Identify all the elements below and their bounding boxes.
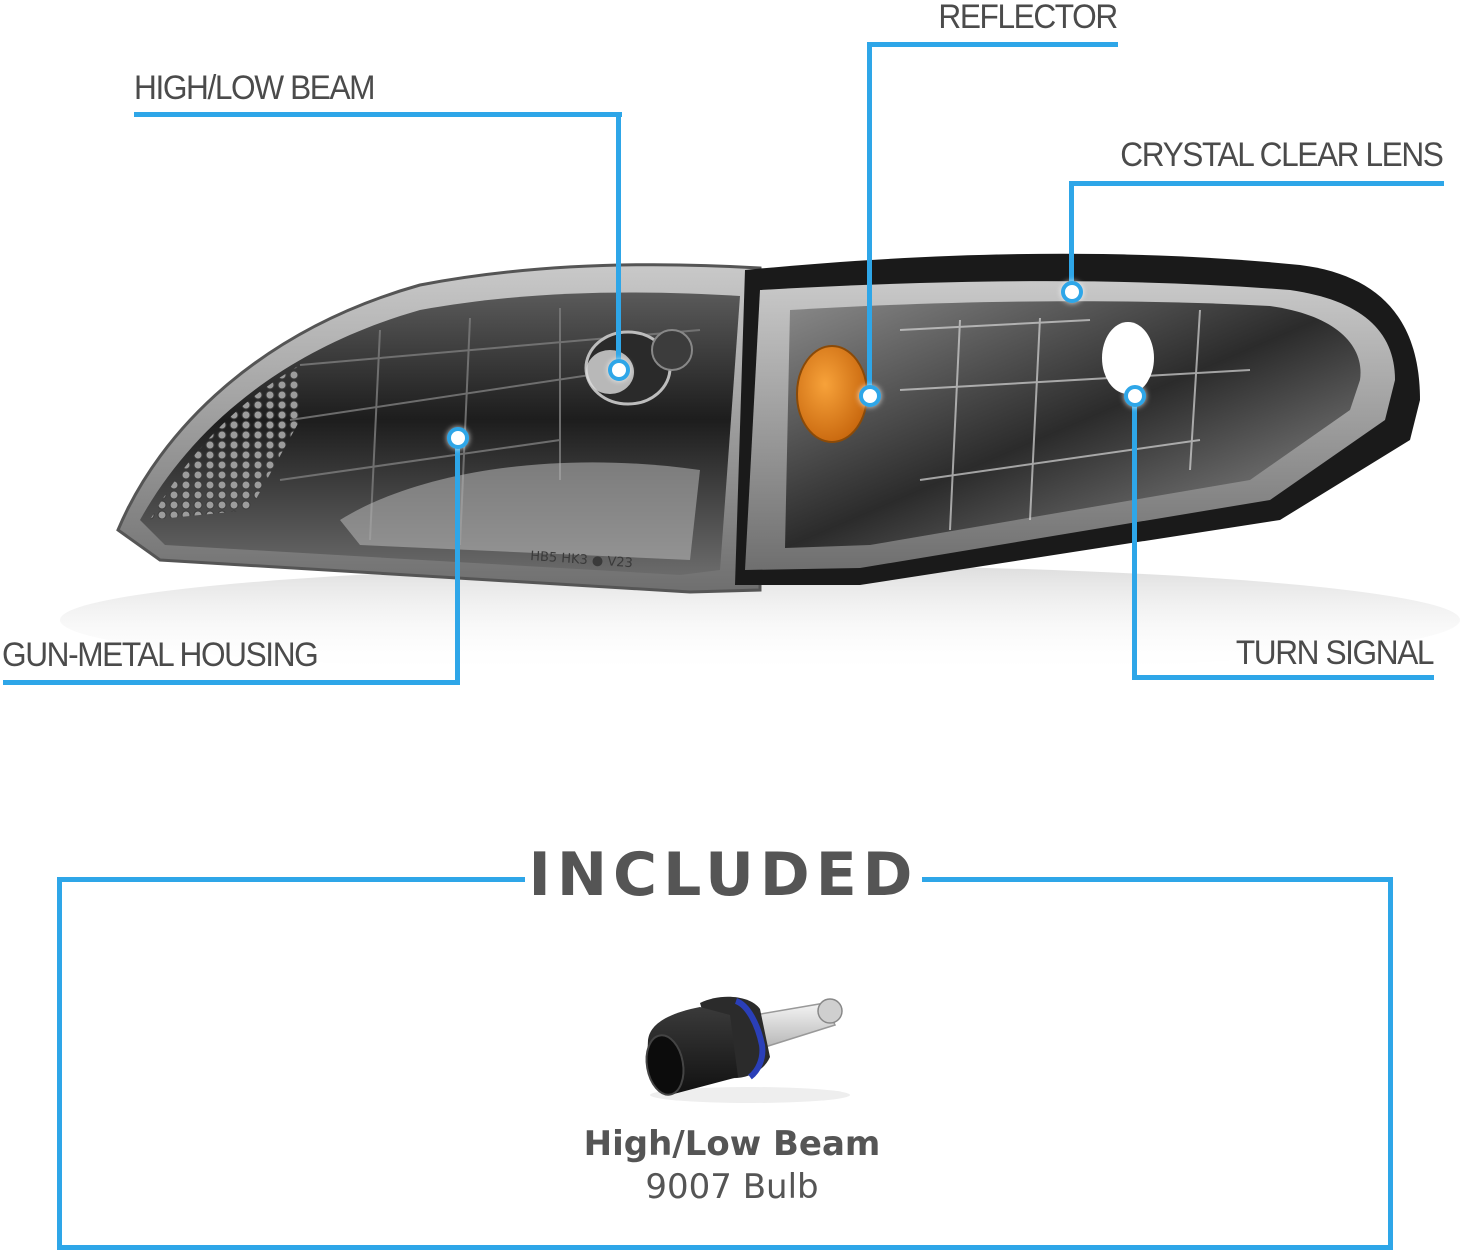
callout-label: GUN-METAL HOUSING xyxy=(2,636,319,674)
callout-leader-line xyxy=(1132,396,1137,680)
callout-leader-line xyxy=(1069,181,1444,186)
included-item-name: High/Low Beam xyxy=(583,1124,881,1164)
included-frame-top-right xyxy=(922,877,1388,882)
callout-leader-line xyxy=(867,42,1118,47)
callout-leader-line xyxy=(455,438,460,685)
callout-label: TURN SIGNAL xyxy=(1235,634,1435,672)
callout-label: CRYSTAL CLEAR LENS xyxy=(1120,136,1445,174)
callout-dot-icon xyxy=(859,385,881,407)
headlight-assembly-image: HB5 HK3 ● V23 xyxy=(60,253,1460,675)
included-frame-top-left xyxy=(57,877,525,882)
callout-label: HIGH/LOW BEAM xyxy=(134,69,376,107)
callout-dot-icon xyxy=(608,359,630,381)
callout-dot-icon xyxy=(447,427,469,449)
included-title: INCLUDED xyxy=(528,840,919,910)
callout-label: REFLECTOR xyxy=(938,0,1119,36)
callout-leader-line xyxy=(1132,675,1434,680)
callout-leader-line xyxy=(616,112,621,370)
included-frame xyxy=(57,877,1393,1250)
bulb-9007-icon xyxy=(645,996,850,1103)
callout-dot-icon xyxy=(1124,385,1146,407)
callout-leader-line xyxy=(1069,181,1074,292)
callout-leader-line xyxy=(134,112,622,117)
included-item-detail: 9007 Bulb xyxy=(645,1167,819,1207)
svg-text:HB5 HK3 ● V23: HB5 HK3 ● V23 xyxy=(530,549,634,571)
callout-leader-line xyxy=(3,680,460,685)
callout-dot-icon xyxy=(1061,281,1083,303)
callout-leader-line xyxy=(867,42,872,396)
